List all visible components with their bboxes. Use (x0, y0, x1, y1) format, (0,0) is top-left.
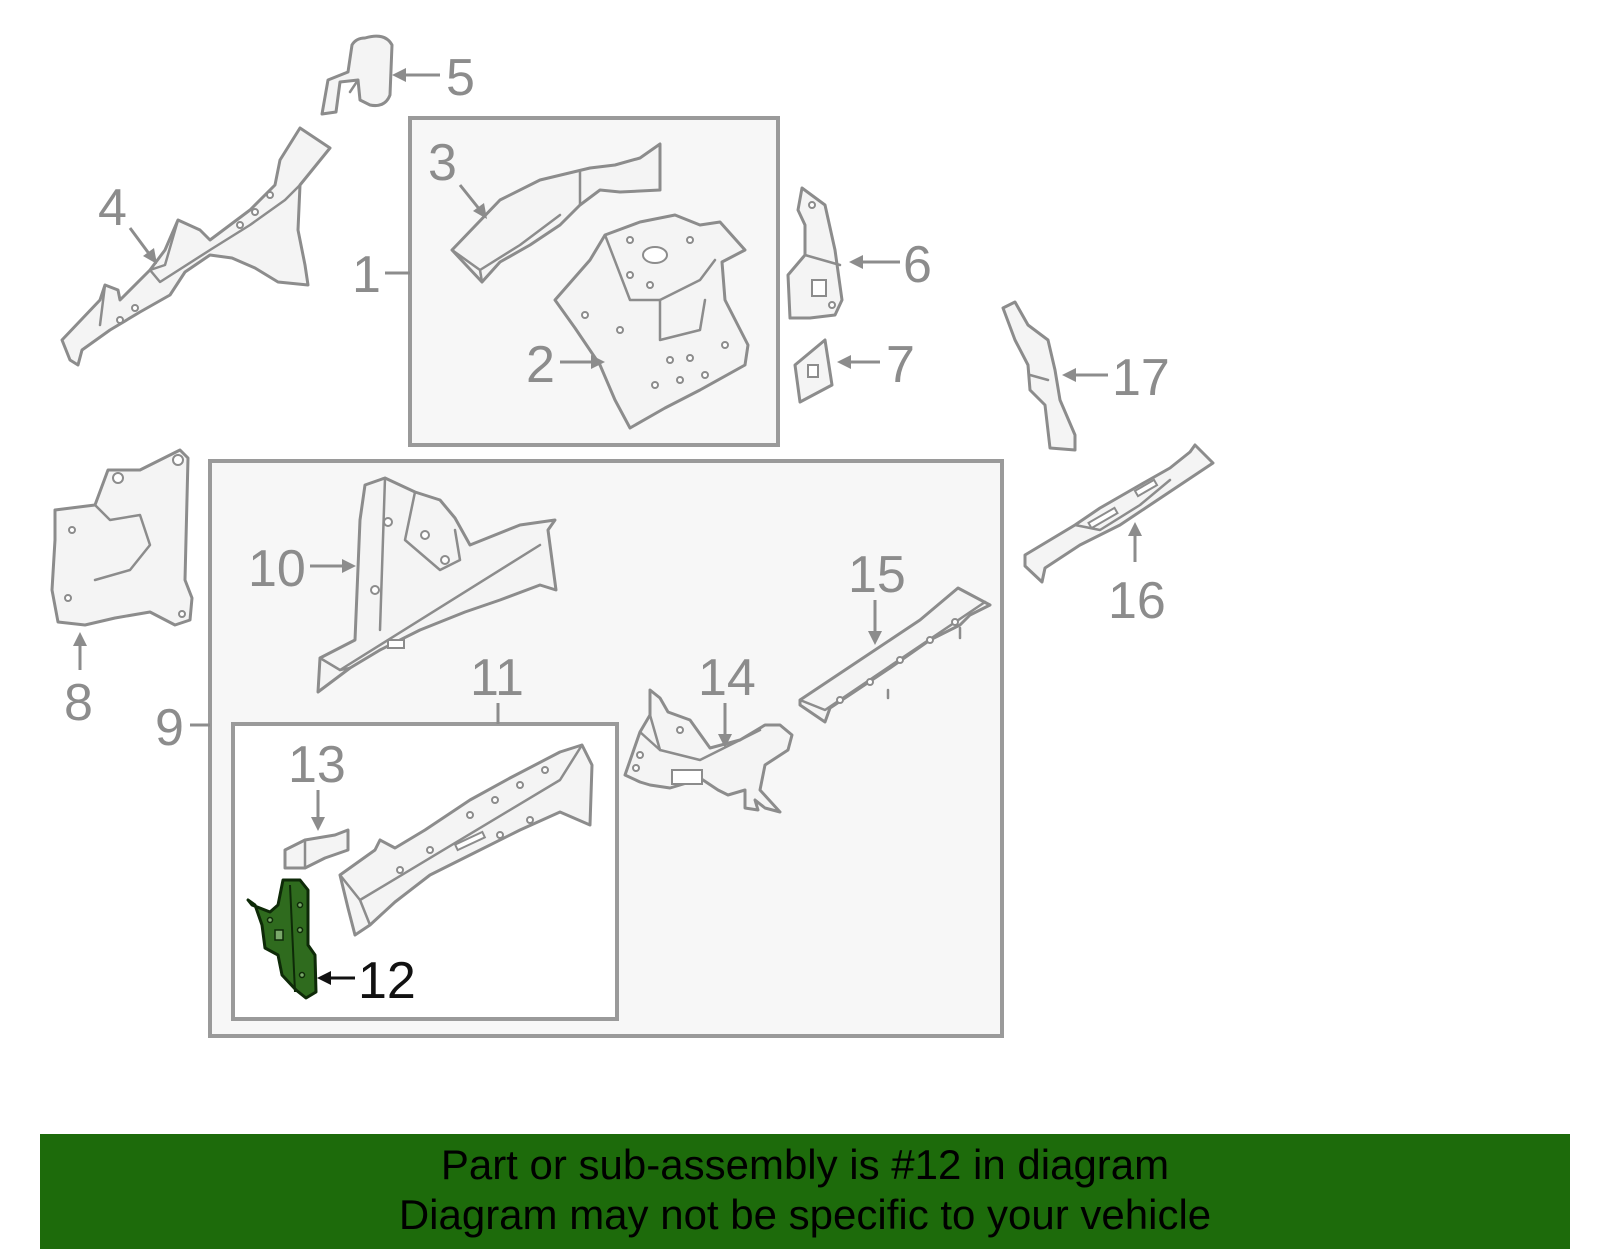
part-10[interactable] (316, 476, 558, 694)
callout-14: 14 (698, 649, 756, 707)
leader-lines (73, 68, 1142, 985)
part-5[interactable] (320, 34, 394, 116)
callout-11: 11 (470, 649, 524, 707)
part-14[interactable] (623, 688, 794, 814)
part-2[interactable] (553, 213, 750, 430)
callout-9: 9 (155, 699, 184, 757)
part-13[interactable] (283, 828, 350, 870)
part-16[interactable] (1023, 443, 1215, 584)
callout-5: 5 (446, 49, 475, 107)
callout-15: 15 (848, 546, 906, 604)
callout-6: 6 (903, 236, 932, 294)
part-7[interactable] (793, 338, 834, 404)
callout-12: 12 (358, 952, 416, 1010)
part-4[interactable] (60, 126, 332, 367)
info-banner: Part or sub-assembly is #12 in diagram D… (40, 1134, 1570, 1249)
part-8[interactable] (50, 448, 194, 627)
part-11[interactable] (338, 743, 594, 937)
banner-line-2: Diagram may not be specific to your vehi… (398, 1191, 1212, 1238)
callout-13: 13 (288, 736, 346, 794)
callout-1: 1 (352, 246, 381, 304)
callout-7: 7 (886, 336, 915, 394)
part-15[interactable] (798, 586, 992, 724)
callout-2: 2 (526, 336, 555, 394)
callout-3: 3 (428, 134, 457, 192)
banner-line-1: Part or sub-assembly is #12 in diagram (440, 1141, 1170, 1188)
part-6[interactable] (786, 186, 844, 320)
part-12-highlighted[interactable] (246, 878, 318, 1000)
callout-4: 4 (98, 179, 127, 237)
callout-16: 16 (1108, 572, 1166, 630)
part-3[interactable] (450, 142, 662, 284)
callout-10: 10 (248, 540, 306, 598)
callout-17: 17 (1112, 349, 1170, 407)
part-17[interactable] (1001, 300, 1077, 452)
callout-8: 8 (64, 674, 93, 732)
